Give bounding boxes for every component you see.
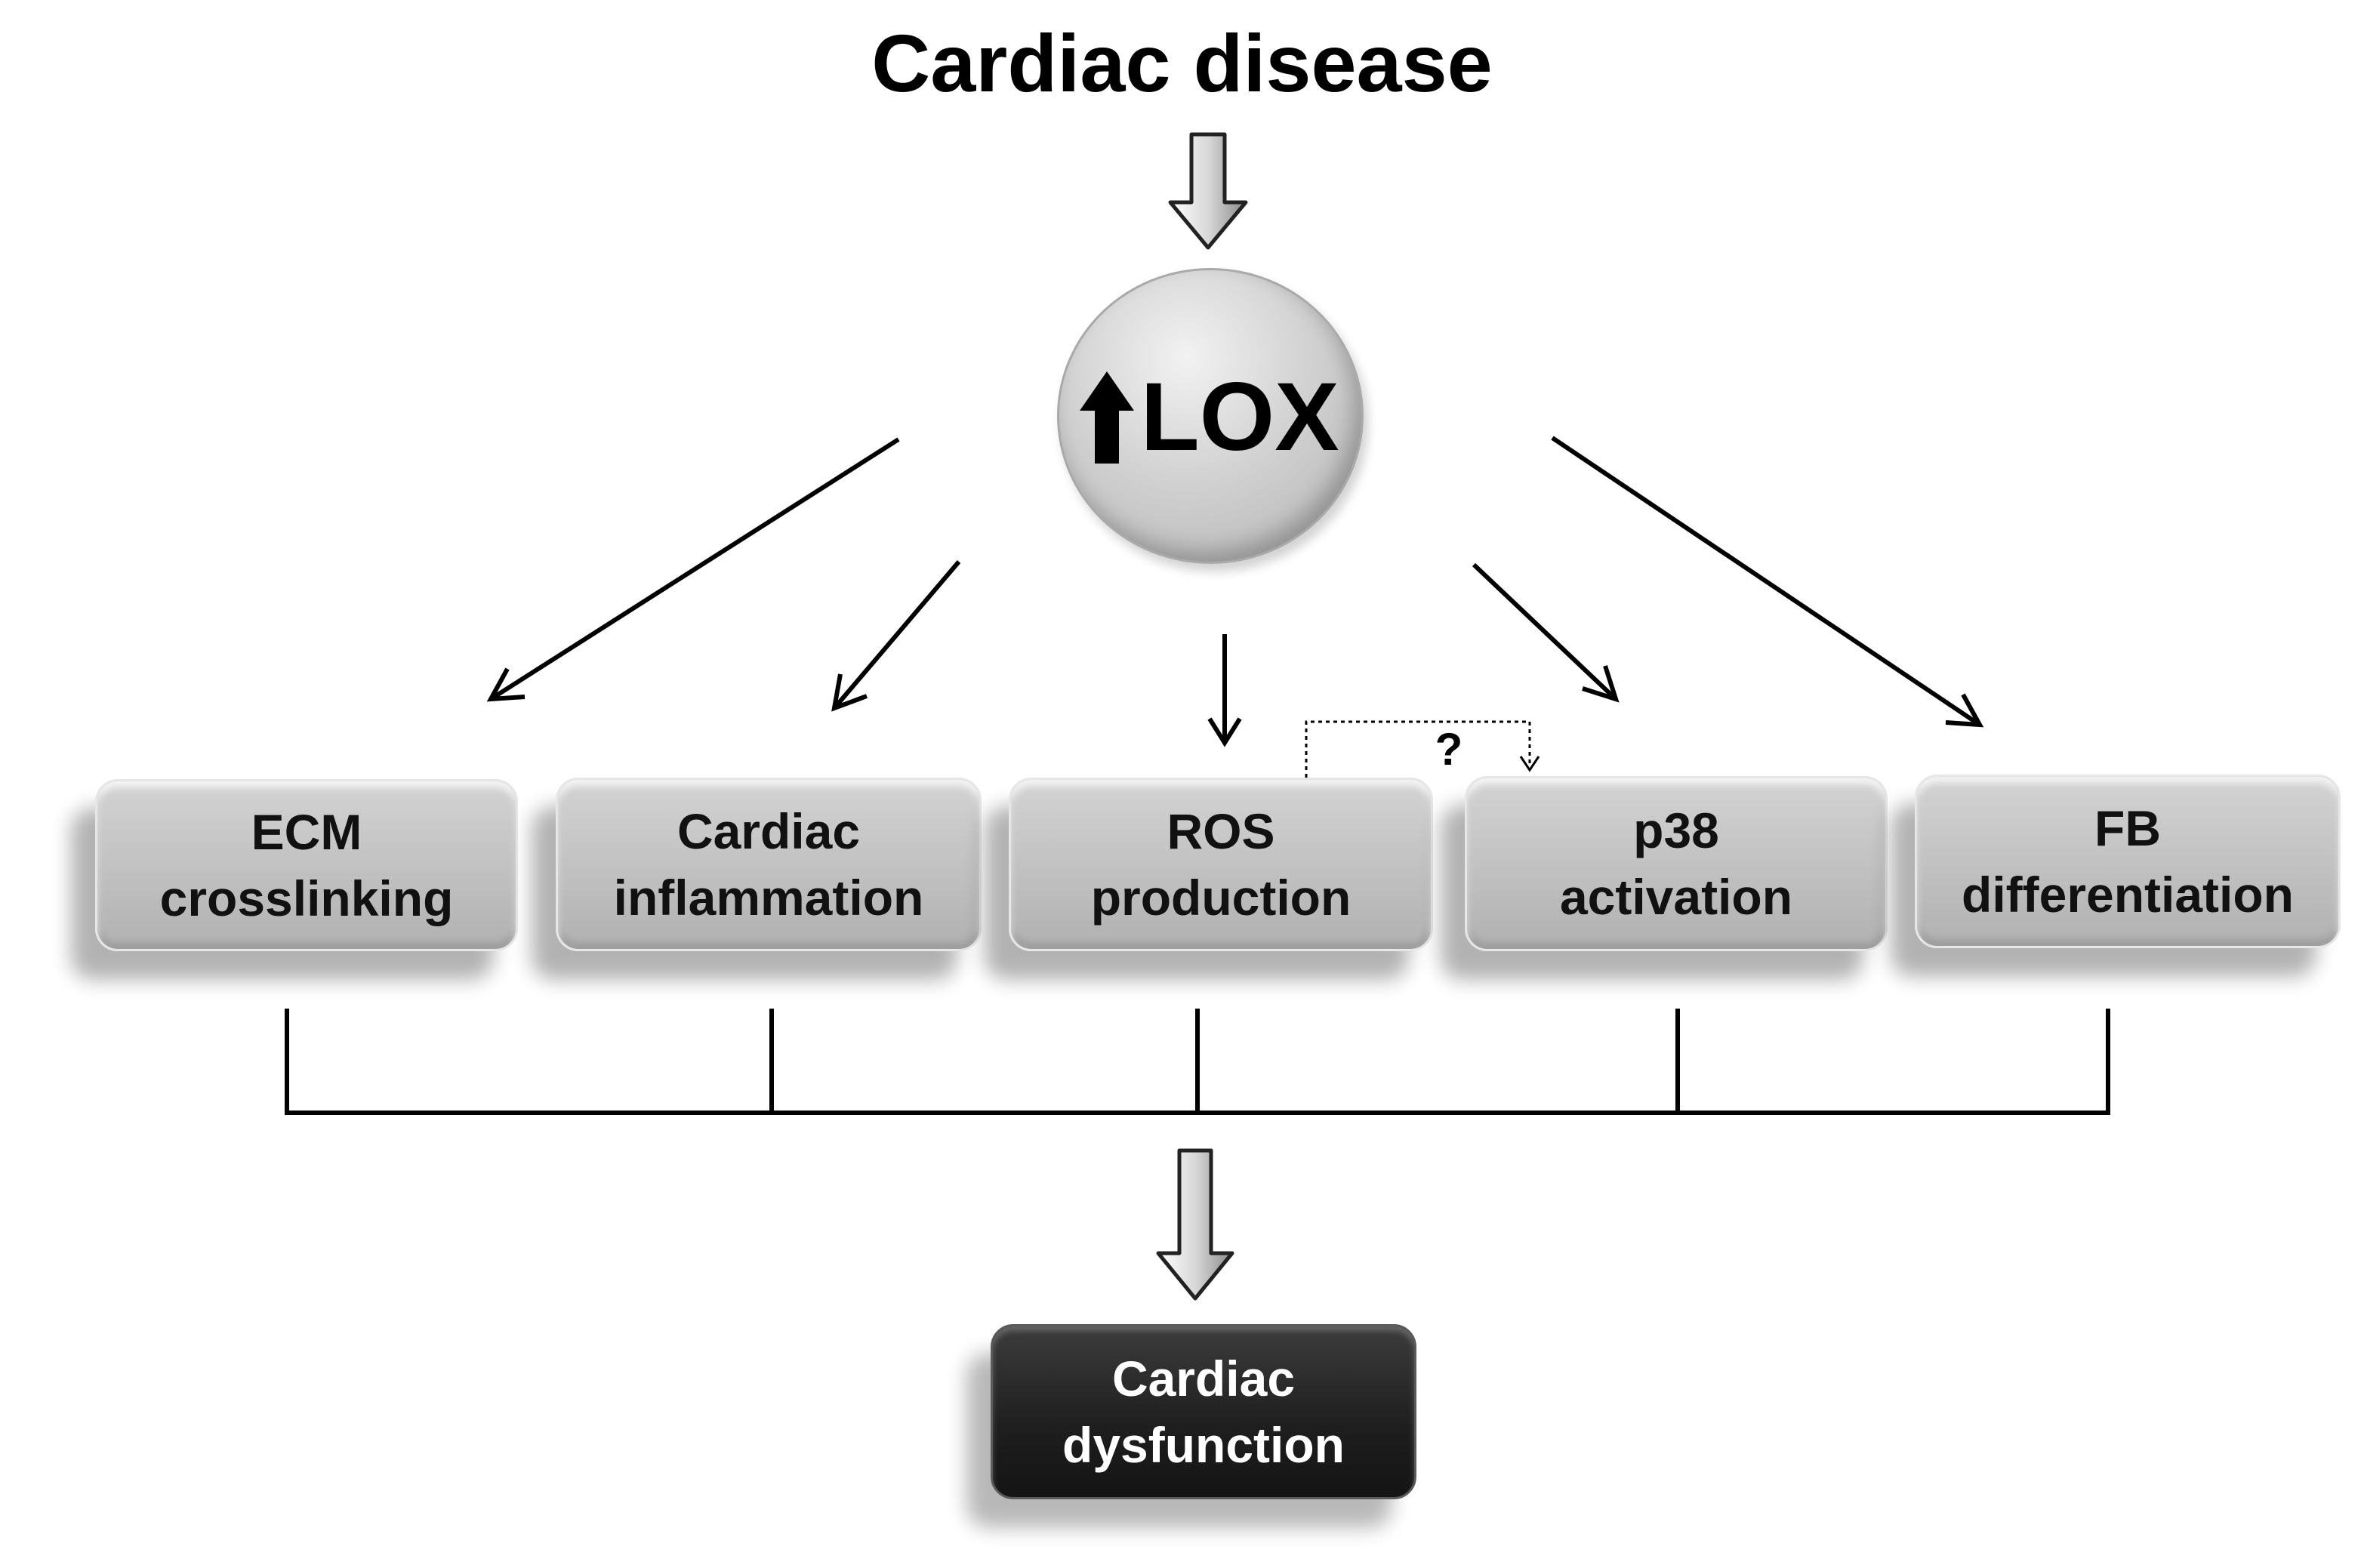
dotted-arrow-ros-to-p38 bbox=[1305, 720, 1540, 778]
mechanism-label-line1: Cardiac bbox=[677, 803, 861, 859]
mechanism-label-line2: inflammation bbox=[613, 870, 924, 926]
arrow-lox-to-ecm-crosslinking bbox=[486, 437, 900, 702]
mechanism-box-cardiac-inflammation: Cardiac inflammation bbox=[556, 778, 982, 951]
uncertain-link-label: ? bbox=[1435, 724, 1463, 775]
outcome-label-line1: Cardiac bbox=[1111, 1351, 1296, 1406]
mechanism-box-fb-differentiation: FB differentiation bbox=[1915, 775, 2341, 948]
merge-bracket bbox=[285, 1009, 2110, 1115]
arrow-lox-to-cardiac-inflammation bbox=[831, 560, 961, 712]
mechanism-box-ros-production: ROS production bbox=[1009, 778, 1433, 951]
arrow-lox-to-fb-differentiation bbox=[1551, 436, 1984, 728]
outcome-box-cardiac-dysfunction: Cardiac dysfunction bbox=[991, 1324, 1416, 1499]
outcome-label-line2: dysfunction bbox=[1062, 1417, 1345, 1473]
diagram-title: Cardiac disease bbox=[871, 17, 1493, 109]
hollow-down-arrow-icon bbox=[1156, 1148, 1234, 1301]
up-arrow-icon bbox=[1080, 371, 1135, 464]
mechanism-label-line2: crosslinking bbox=[159, 870, 454, 926]
arrow-lox-to-p38-activation bbox=[1472, 562, 1620, 703]
mechanism-label-line1: p38 bbox=[1633, 802, 1719, 858]
mechanism-label-line1: ECM bbox=[251, 804, 362, 860]
mechanism-box-p38-activation: p38 activation bbox=[1465, 776, 1888, 951]
hollow-down-arrow-icon bbox=[1168, 132, 1248, 250]
mechanism-label-line1: ROS bbox=[1167, 803, 1275, 859]
mechanism-label-line1: FB bbox=[2094, 800, 2161, 856]
lox-label-group: LOX bbox=[1057, 361, 1359, 474]
mechanism-label-line2: differentiation bbox=[1962, 867, 2294, 923]
mechanism-label-line2: activation bbox=[1559, 869, 1793, 925]
mechanism-box-ecm-crosslinking: ECM crosslinking bbox=[95, 779, 518, 951]
arrow-lox-to-ros-production bbox=[1207, 634, 1242, 747]
lox-label: LOX bbox=[1140, 363, 1339, 471]
mechanism-label-line2: production bbox=[1090, 870, 1352, 926]
